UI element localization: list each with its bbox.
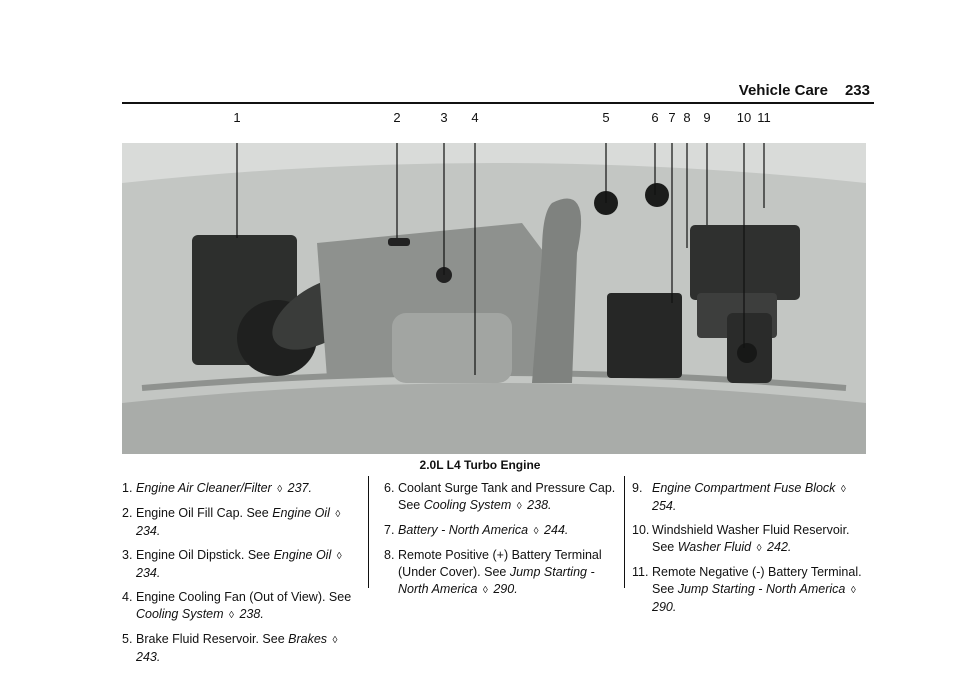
legend-column-3: 9.Engine Compartment Fuse Block ◊ 254.10… bbox=[632, 480, 872, 623]
engine-compartment-illustration bbox=[122, 143, 866, 454]
page-reference-icon[interactable]: ◊ bbox=[332, 635, 338, 646]
legend-item-text bbox=[528, 523, 531, 537]
legend-item-text: Windshield Washer Fluid Reservoir. See bbox=[652, 523, 850, 554]
legend-item-text: Remote Negative (-) Battery Terminal. Se… bbox=[652, 565, 862, 596]
legend-item-number: 7. bbox=[384, 523, 395, 537]
callout-4: 4 bbox=[471, 110, 479, 125]
legend-item-text bbox=[272, 481, 275, 495]
page-reference-icon[interactable]: ◊ bbox=[277, 484, 283, 495]
page-reference-icon[interactable]: ◊ bbox=[756, 543, 762, 554]
legend-item-number: 10. bbox=[632, 523, 650, 537]
legend-item-reference: 243. bbox=[136, 650, 161, 664]
legend-item-reference: Engine Oil bbox=[273, 548, 332, 562]
legend-item: 2.Engine Oil Fill Cap. See Engine Oil ◊ … bbox=[122, 505, 358, 540]
header-rule bbox=[122, 102, 874, 104]
legend-item-reference: Engine Air Cleaner/Filter bbox=[136, 481, 272, 495]
page-reference-icon[interactable]: ◊ bbox=[229, 610, 234, 621]
callout-9: 9 bbox=[703, 110, 711, 125]
legend-item-number: 11. bbox=[632, 565, 649, 579]
page-reference-icon[interactable]: ◊ bbox=[516, 501, 522, 512]
page-reference-icon[interactable]: ◊ bbox=[482, 585, 488, 596]
callout-6: 6 bbox=[651, 110, 659, 125]
legend-item-text bbox=[331, 548, 334, 562]
legend-item-text bbox=[330, 506, 333, 520]
legend-item-reference: 237. bbox=[284, 481, 312, 495]
legend-item-reference: 234. bbox=[136, 524, 161, 538]
legend-item-reference: 234. bbox=[136, 566, 161, 580]
legend-item-reference: 238. bbox=[523, 498, 552, 512]
legend-item-text: Remote Positive (+) Battery Terminal (Un… bbox=[398, 548, 602, 579]
page-reference-icon[interactable]: ◊ bbox=[533, 526, 539, 537]
legend-column-1: 1.Engine Air Cleaner/Filter ◊ 237.2.Engi… bbox=[122, 480, 358, 673]
callout-5: 5 bbox=[602, 110, 610, 125]
legend-item-text: Engine Cooling Fan (Out of View). See bbox=[136, 590, 352, 604]
legend-item-text: Engine Oil Dipstick. See bbox=[136, 548, 274, 562]
legend-item-reference: Brakes bbox=[288, 632, 328, 646]
legend-item: 11.Remote Negative (-) Battery Terminal.… bbox=[632, 564, 872, 616]
page-reference-icon[interactable]: ◊ bbox=[335, 509, 341, 520]
legend-item-text bbox=[224, 607, 227, 621]
legend-item-text bbox=[477, 582, 480, 596]
callout-2: 2 bbox=[393, 110, 401, 125]
callout-11: 11 bbox=[757, 110, 771, 125]
page-reference-icon[interactable]: ◊ bbox=[336, 551, 342, 562]
page-reference-icon[interactable]: ◊ bbox=[850, 585, 856, 596]
column-divider bbox=[368, 476, 369, 588]
page-reference-icon[interactable]: ◊ bbox=[840, 484, 846, 495]
page-number: 233 bbox=[844, 82, 870, 99]
callout-numbers: 1 2 3 4 5 6 7 8 9 10 11 bbox=[122, 110, 866, 125]
legend-item-reference: 238. bbox=[235, 607, 264, 621]
callout-1: 1 bbox=[233, 110, 241, 125]
legend-item-reference: 290. bbox=[489, 582, 518, 596]
legend-item-reference: 242. bbox=[763, 540, 792, 554]
legend-item-text bbox=[751, 540, 754, 554]
legend-item: 1.Engine Air Cleaner/Filter ◊ 237. bbox=[122, 480, 358, 498]
legend-item-number: 8. bbox=[384, 548, 395, 562]
callout-8: 8 bbox=[683, 110, 691, 125]
legend-item: 5.Brake Fluid Reservoir. See Brakes ◊ 24… bbox=[122, 631, 358, 666]
legend-item-reference: Washer Fluid bbox=[677, 540, 752, 554]
legend-item-reference: 290. bbox=[652, 600, 677, 614]
page-header: Vehicle Care 233 bbox=[122, 80, 874, 104]
legend-column-2: 6.Coolant Surge Tank and Pressure Cap. S… bbox=[384, 480, 616, 606]
legend-item-reference: 254. bbox=[652, 499, 677, 513]
column-divider bbox=[624, 476, 625, 588]
legend-item: 4.Engine Cooling Fan (Out of View). See … bbox=[122, 589, 358, 624]
legend-item: 3.Engine Oil Dipstick. See Engine Oil ◊ … bbox=[122, 547, 358, 582]
legend-item-text: Coolant Surge Tank and Pressure Cap. See bbox=[398, 481, 616, 512]
legend-item: 7.Battery - North America ◊ 244. bbox=[384, 522, 616, 540]
figure-caption: 2.0L L4 Turbo Engine bbox=[419, 458, 541, 472]
legend-item: 10.Windshield Washer Fluid Reservoir. Se… bbox=[632, 522, 872, 557]
legend-item-number: 2. bbox=[122, 506, 133, 520]
legend-item-text bbox=[835, 481, 838, 495]
legend-item-text: Brake Fluid Reservoir. See bbox=[136, 632, 289, 646]
legend-item-text: Engine Oil Fill Cap. See bbox=[136, 506, 273, 520]
legend-item-number: 1. bbox=[122, 481, 133, 495]
legend-item-number: 5. bbox=[122, 632, 133, 646]
legend-item-reference: Jump Starting - North America bbox=[398, 565, 595, 596]
legend-item-reference: 244. bbox=[540, 523, 569, 537]
legend-item-reference: Jump Starting - North America bbox=[677, 582, 846, 596]
callout-7: 7 bbox=[668, 110, 676, 125]
legend-item-reference: Cooling System bbox=[423, 498, 512, 512]
legend-item-number: 3. bbox=[122, 548, 133, 562]
legend-item: 9. Engine Compartment Fuse Block ◊ 254. bbox=[632, 480, 872, 515]
legend-item-text bbox=[327, 632, 330, 646]
legend-item-reference: Engine Compartment Fuse Block bbox=[652, 481, 836, 495]
legend-item-reference: Battery - North America bbox=[398, 523, 529, 537]
legend-item-number: 9. bbox=[632, 481, 643, 495]
legend-item-number: 6. bbox=[384, 481, 395, 495]
legend-item-reference: Engine Oil bbox=[272, 506, 330, 520]
engine-drawing bbox=[122, 143, 866, 454]
callout-3: 3 bbox=[440, 110, 448, 125]
legend-item: 8.Remote Positive (+) Battery Terminal (… bbox=[384, 547, 616, 599]
legend-item-text bbox=[511, 498, 514, 512]
legend-item-number: 4. bbox=[122, 590, 133, 604]
legend-item: 6.Coolant Surge Tank and Pressure Cap. S… bbox=[384, 480, 616, 515]
section-title: Vehicle Care bbox=[738, 82, 828, 99]
legend-item-text bbox=[845, 582, 848, 596]
callout-10: 10 bbox=[736, 110, 752, 125]
legend-item-reference: Cooling System bbox=[136, 607, 224, 621]
